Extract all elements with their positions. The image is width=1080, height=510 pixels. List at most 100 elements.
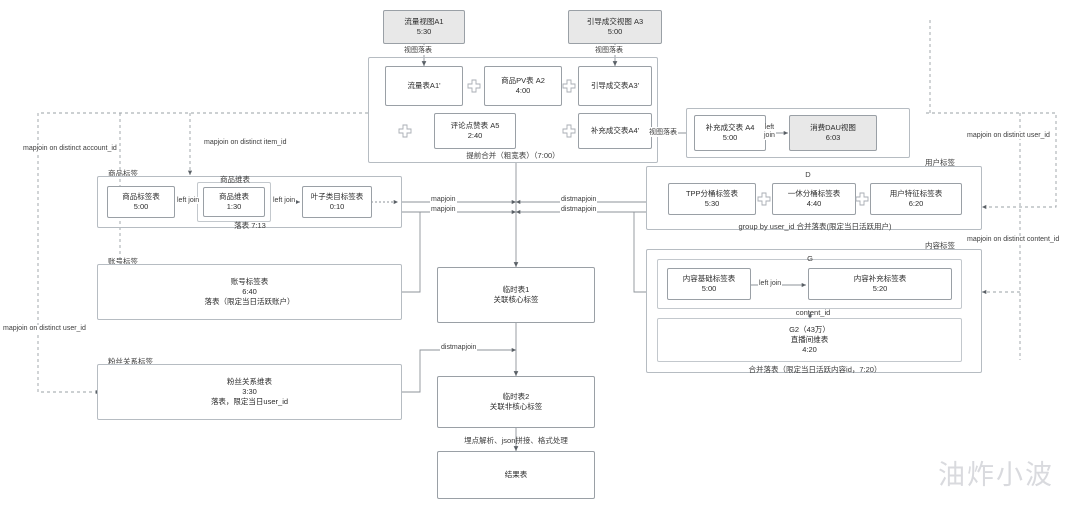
node-content-base-tag-table[interactable]: 内容基础标签表 5:00 <box>667 268 751 300</box>
node-time: 3:30 <box>242 386 257 396</box>
node-label: 粉丝关系维表 <box>227 376 272 386</box>
group-title-item-tags: 商品标签 <box>108 169 138 178</box>
node-sublabel: 关联非核心标签 <box>489 402 543 411</box>
node-tpp-bucket-table[interactable]: TPP分桶标签表 5:30 <box>668 183 756 215</box>
node-view-a3[interactable]: 引导成交视图 A3 5:00 <box>568 10 662 44</box>
node-time: 5:30 <box>416 27 432 36</box>
node-a5-table[interactable]: 评论点赞表 A5 2:40 <box>434 113 516 149</box>
group-dau-frame <box>686 108 910 158</box>
node-label: 商品维表 <box>219 191 249 201</box>
edge-label-distmapjoin-3: distmapjoin <box>440 344 478 351</box>
node-label: 引导成交表A3' <box>590 80 640 90</box>
node-time: 1:30 <box>226 202 242 211</box>
edge-label-mapjoin-2: mapjoin <box>430 206 457 213</box>
group-fans-frame <box>97 364 402 420</box>
node-time: 5:00 <box>133 202 149 211</box>
node-label: 补充成交表A4' <box>590 125 640 135</box>
edge-label-mapjoin-1: mapjoin <box>430 196 457 203</box>
node-time: 6:40 <box>242 286 257 296</box>
plus-icon <box>562 124 576 138</box>
node-consume-dau-view[interactable]: 消费DAU视图 6:03 <box>789 115 877 151</box>
node-temp-table-1[interactable]: 临时表1 关联核心标签 <box>437 267 595 323</box>
node-yixiu-bucket-table[interactable]: 一休分桶标签表 4:40 <box>772 183 856 215</box>
edge-label-distmapjoin-1: distmapjoin <box>560 196 598 203</box>
node-label: 流量表A1' <box>407 80 441 90</box>
node-fans-relation-table[interactable]: 粉丝关系维表 3:30 落表，限定当日user_id <box>98 365 401 419</box>
node-a4-table[interactable]: 补充成交表A4' <box>578 113 652 149</box>
edge-label-left-join-dau: left join <box>763 124 776 141</box>
node-time: 2:40 <box>467 131 483 140</box>
annotation-mapjoin-user-id-left: mapjoin on distinct user_id <box>2 325 87 332</box>
watermark: 油炸小波 <box>938 460 1054 491</box>
edge-label-view-drop-1: 视图落表 <box>403 45 433 55</box>
node-time: 4:00 <box>515 86 531 95</box>
annotation-mapjoin-content-id: mapjoin on distinct content_id <box>966 236 1061 243</box>
plus-icon <box>398 124 412 138</box>
annotation-mapjoin-account-id: mapjoin on distinct account_id <box>22 145 118 152</box>
group-title-fans-tags: 粉丝关系标签 <box>108 357 153 366</box>
node-label-live: 直播间维表 <box>790 334 829 344</box>
node-a3-table[interactable]: 引导成交表A3' <box>578 66 652 106</box>
edge-label-line2: join <box>764 132 775 140</box>
annotation-mapjoin-item-id: mapjoin on distinct item_id <box>203 139 288 146</box>
node-a1-table[interactable]: 流量表A1' <box>385 66 463 106</box>
node-label: 内容基础标签表 <box>682 273 736 283</box>
node-item-dim-table[interactable]: 商品维表 1:30 <box>203 187 265 217</box>
node-sublabel: 关联核心标签 <box>493 295 539 304</box>
node-label: 临时表2 <box>502 391 530 401</box>
edge-label-view-drop-3: 视图落表 <box>648 127 678 137</box>
node-label: 叶子类目标签表 <box>310 191 364 201</box>
annotation-mapjoin-user-id-right: mapjoin on distinct user_id <box>966 132 1051 139</box>
edge-label-center-processing: 埋点解析、json拼接、格式处理 <box>464 436 568 445</box>
node-view-a1[interactable]: 流量视图A1 5:30 <box>383 10 465 44</box>
node-label: 账号标签表 <box>230 276 269 286</box>
node-time: 5:30 <box>704 199 720 208</box>
node-content-ext-tag-table[interactable]: 内容补充标签表 5:20 <box>808 268 952 300</box>
node-label: 消费DAU视图 <box>810 122 856 132</box>
edge-label-distmapjoin-2: distmapjoin <box>560 206 598 213</box>
group-merge-frame <box>368 57 658 163</box>
edge-label-content-left-join: left join <box>758 280 783 287</box>
node-note: 落表，限定当日user_id <box>210 397 289 407</box>
group-title-user-tags: 用户标签 <box>925 158 955 167</box>
group-inner-title-user-d: D <box>805 170 811 179</box>
edge-label-item-join-1: left join <box>176 197 201 204</box>
node-label: 流量视图A1 <box>404 16 444 26</box>
node-label: TPP分桶标签表 <box>685 188 739 198</box>
node-label: 引导成交视图 A3 <box>586 16 644 26</box>
group-title-account-tags: 账号标签 <box>108 257 138 266</box>
edge-label-item-join-2: left join <box>272 197 297 204</box>
group-user-frame <box>646 166 982 230</box>
group-content-g2-frame <box>657 318 962 362</box>
node-time: 4:40 <box>806 199 822 208</box>
node-user-feature-table[interactable]: 用户特征标签表 6:20 <box>870 183 962 215</box>
edge-label-line1: left <box>764 124 775 131</box>
node-temp-table-2[interactable]: 临时表2 关联非核心标签 <box>437 376 595 428</box>
node-label: 用户特征标签表 <box>889 188 943 198</box>
node-leaf-category-table[interactable]: 叶子类目标签表 0:10 <box>302 186 372 218</box>
node-label: 评论点赞表 A5 <box>450 120 500 130</box>
node-time: 5:00 <box>722 133 738 142</box>
node-time: 4:20 <box>802 345 817 355</box>
node-label: 内容补充标签表 <box>853 273 907 283</box>
label-content-id: content_id <box>795 308 831 317</box>
node-time: 5:20 <box>872 284 888 293</box>
node-note: 落表（限定当日活跃账户） <box>204 297 295 307</box>
node-item-tag-table[interactable]: 商品标签表 5:00 <box>107 186 175 218</box>
caption-user-group: group by user_id 合并落表(限定当日活跃用户) <box>738 222 892 231</box>
caption-item-group: 落表 7:13 <box>234 221 266 230</box>
group-content-frame <box>646 249 982 373</box>
caption-merge-group: 提前合并（粗宽表）（7:00） <box>466 151 560 160</box>
node-time: 6:20 <box>908 199 924 208</box>
node-result-table[interactable]: 结果表 <box>437 451 595 499</box>
node-a2-table[interactable]: 商品PV表 A2 4:00 <box>484 66 562 106</box>
node-live-room-dim-table[interactable]: G2（43万） 直播间维表 4:20 <box>658 319 961 361</box>
edge-label-view-drop-2: 视图落表 <box>594 45 624 55</box>
group-account-frame <box>97 264 402 320</box>
node-label: 商品标签表 <box>122 191 160 201</box>
node-label: 商品PV表 A2 <box>501 75 545 85</box>
node-a4-supplement[interactable]: 补充成交表 A4 5:00 <box>694 115 766 151</box>
node-account-tag-table[interactable]: 账号标签表 6:40 落表（限定当日活跃账户） <box>98 265 401 319</box>
node-label: 补充成交表 A4 <box>705 122 755 132</box>
